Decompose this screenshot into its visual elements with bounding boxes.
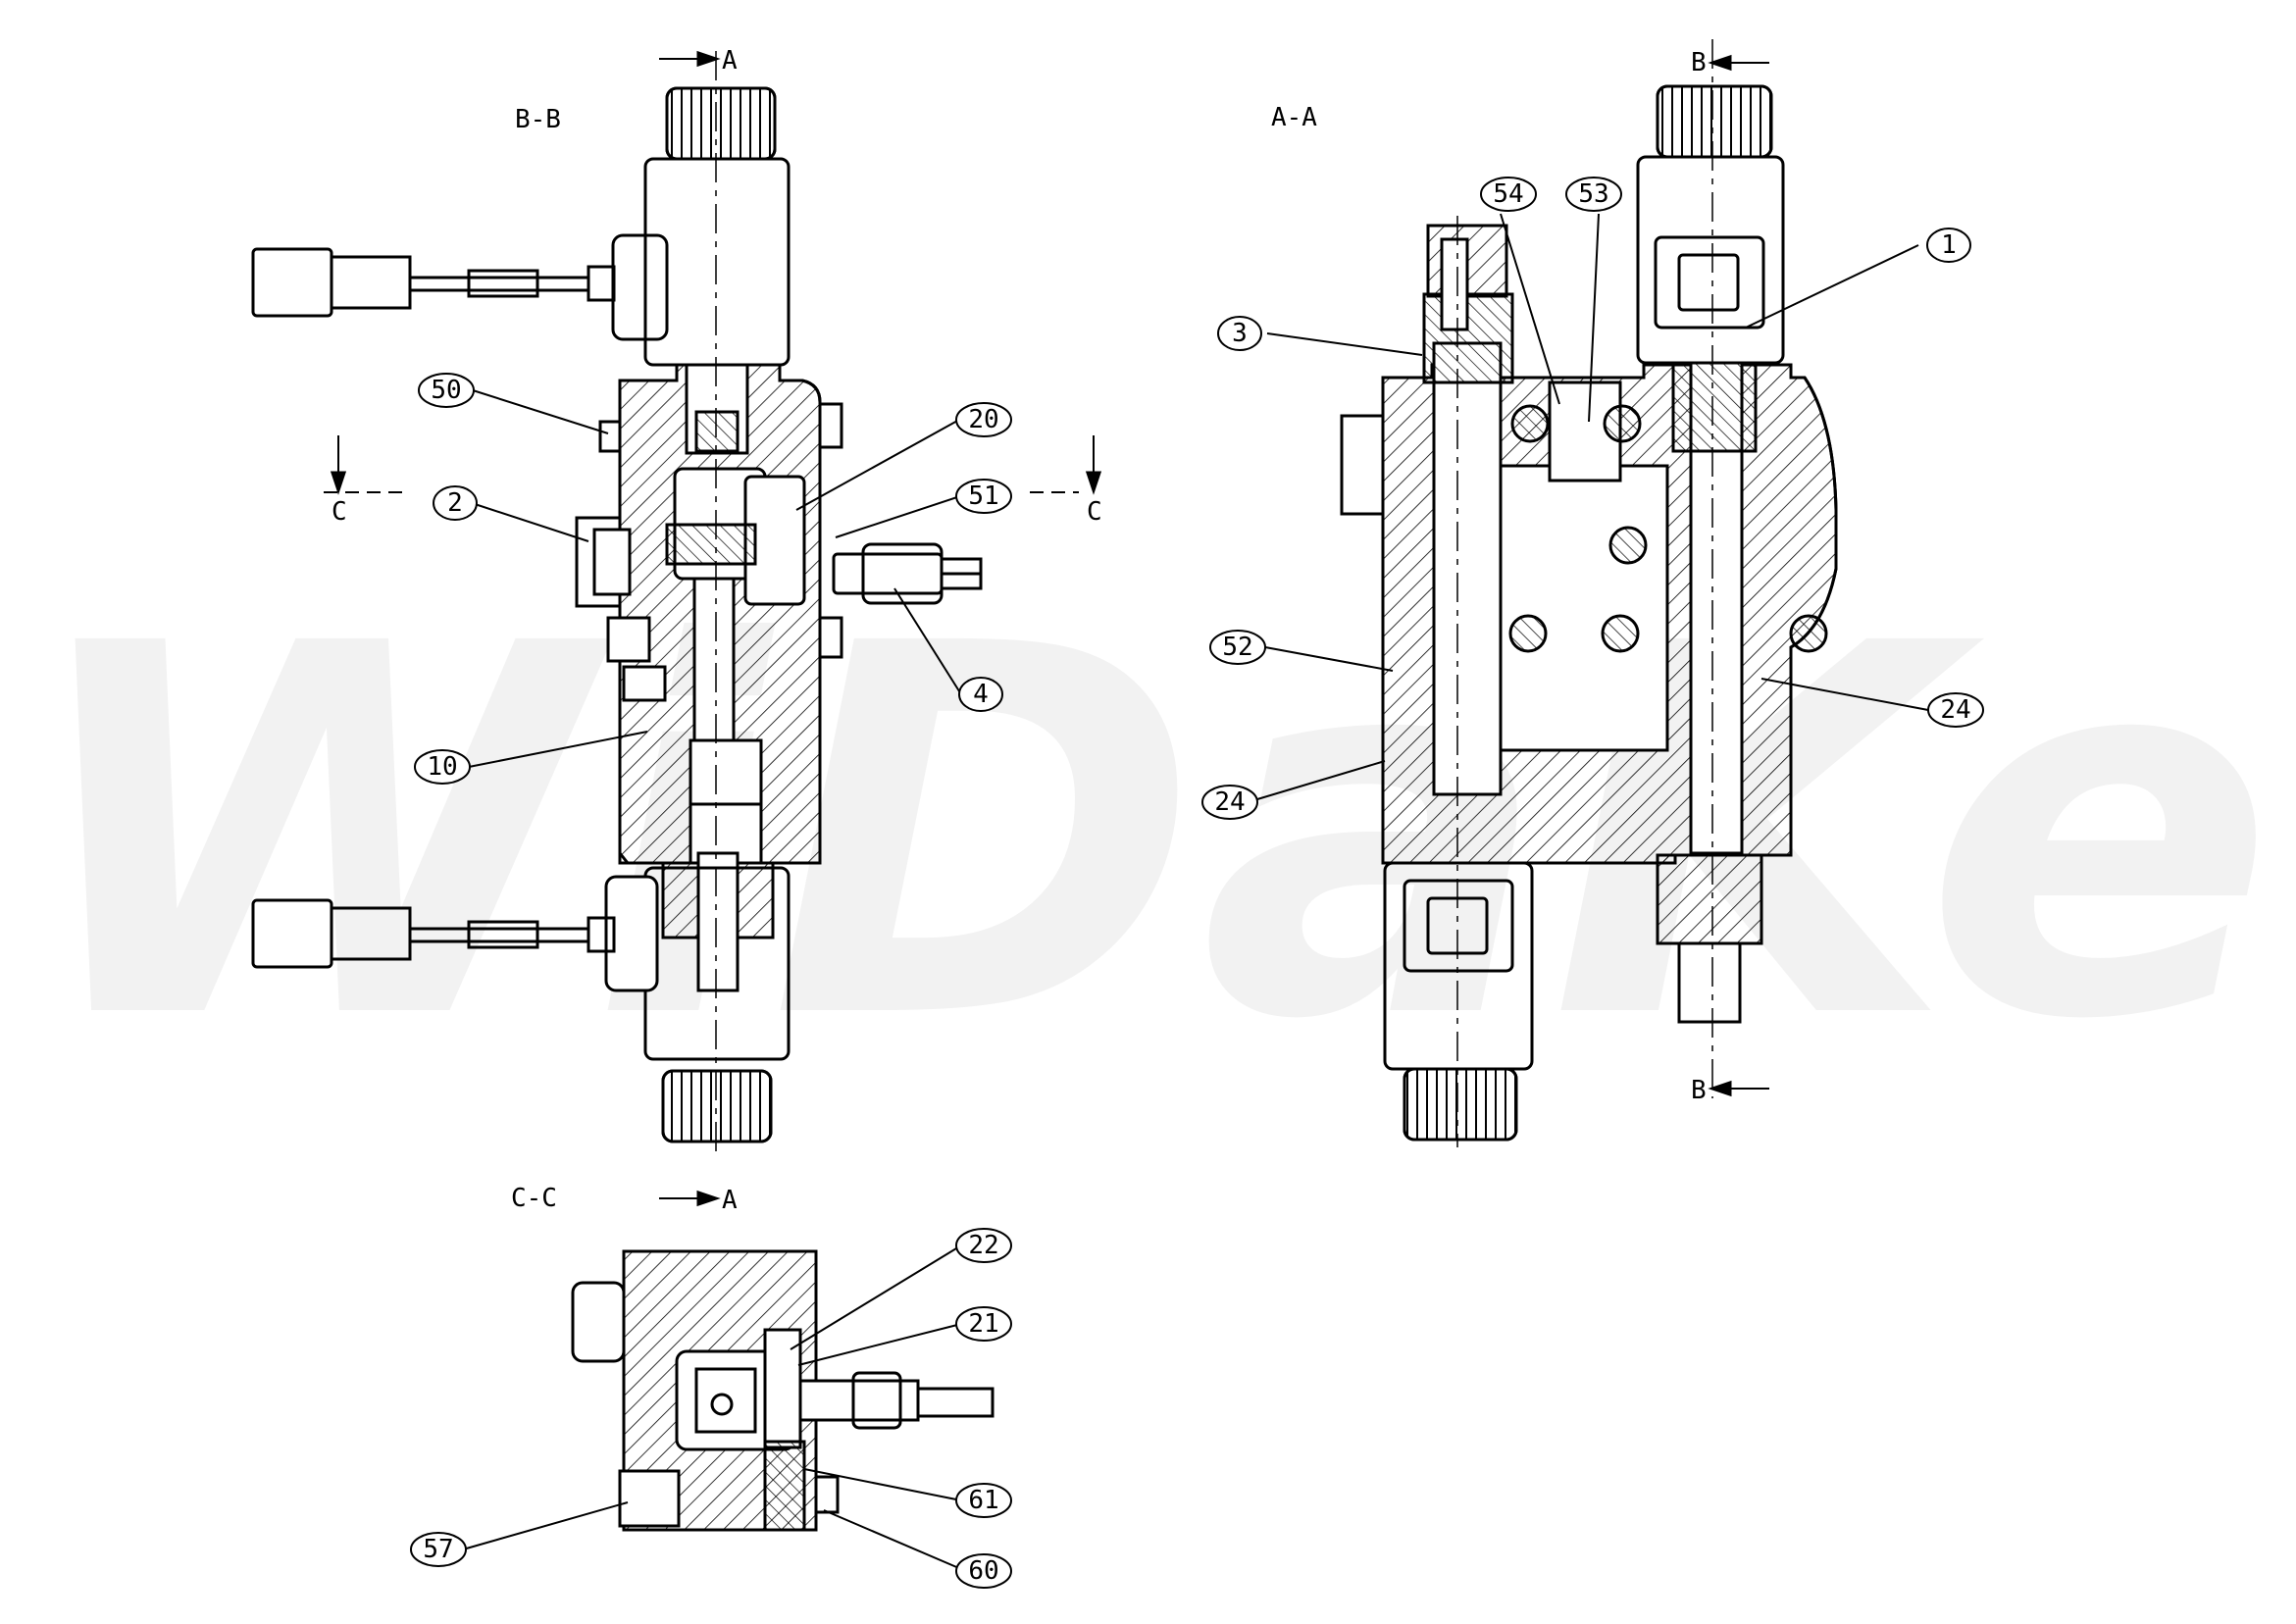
section-view-c-c [571,1197,995,1532]
balloon-61: 61 [968,1486,998,1515]
watermark-text: WiDaKe [20,536,2275,1131]
leader-lines [462,213,1929,1570]
balloon-3: 3 [1232,319,1248,348]
balloon-21: 21 [968,1309,998,1339]
balloon-20: 20 [968,405,998,434]
section-view-b-b [251,50,1102,1207]
balloon-53: 53 [1578,179,1608,209]
balloon-24-right: 24 [1940,695,1970,725]
cut-marker-a-bottom: A [722,1186,738,1215]
balloon-1: 1 [1941,230,1957,260]
balloon-22: 22 [968,1231,998,1260]
section-title-b-b: B-B [515,105,561,134]
cut-marker-a-top: A [722,46,738,76]
section-title-c-c: C-C [511,1184,557,1213]
balloon-24-left: 24 [1214,787,1245,817]
cut-marker-c-left: C [332,497,347,527]
section-view-a-a [1340,39,1838,1147]
cut-marker-c-right: C [1087,497,1102,527]
section-title-a-a: A-A [1271,103,1317,132]
balloon-2: 2 [447,488,463,518]
balloon-52: 52 [1222,633,1252,662]
cut-marker-b-top: B [1691,48,1707,77]
cut-marker-b-bottom: B [1691,1076,1707,1105]
balloon-50: 50 [431,376,461,405]
balloon-51: 51 [968,482,998,511]
balloon-60: 60 [968,1556,998,1586]
balloon-10: 10 [427,752,457,782]
balloon-4: 4 [973,680,989,709]
balloon-57: 57 [423,1535,453,1564]
balloon-shapes [410,177,1984,1589]
balloon-54: 54 [1493,179,1523,209]
